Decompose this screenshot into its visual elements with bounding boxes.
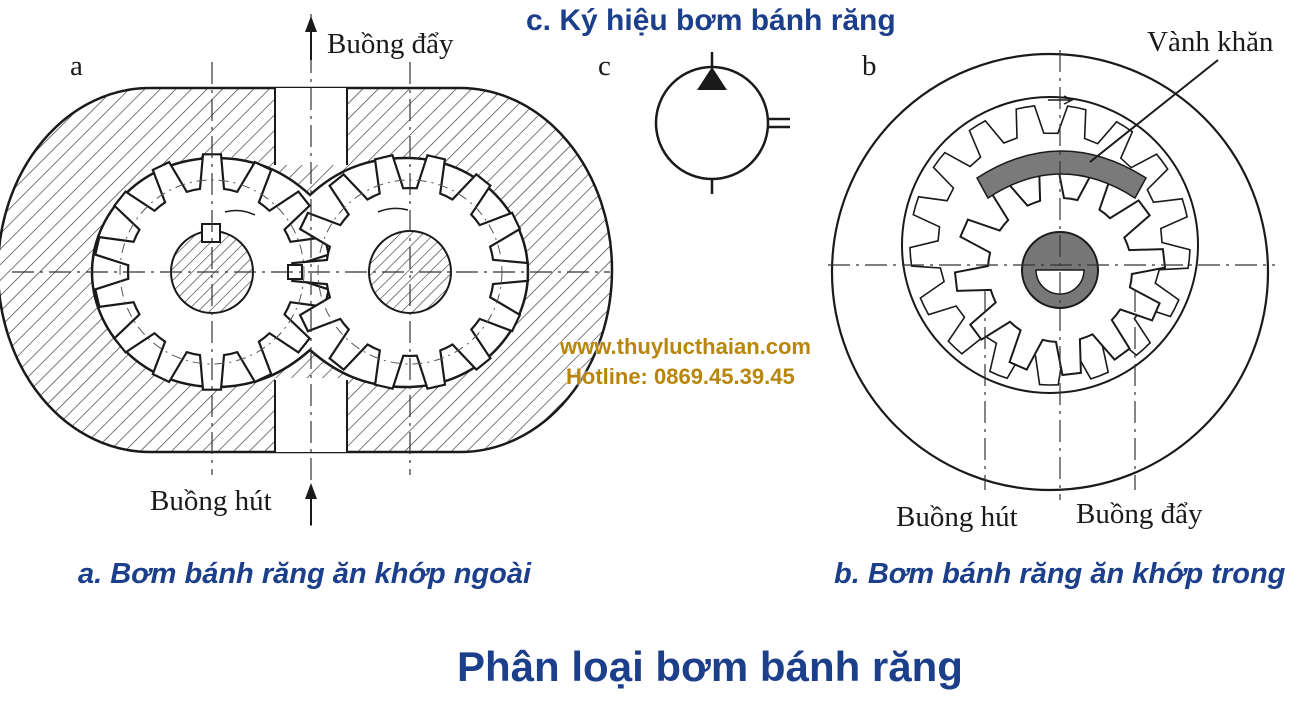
caption-external-gear: a. Bơm bánh răng ăn khớp ngoài bbox=[78, 558, 532, 590]
symbol-title: c. Ký hiệu bơm bánh răng bbox=[526, 4, 896, 37]
panel-c-letter: c bbox=[598, 50, 611, 82]
panel-b-crescent-label: Vành khăn bbox=[1147, 26, 1274, 58]
shaft-key bbox=[201, 223, 221, 243]
page-title: Phân loại bơm bánh răng bbox=[457, 643, 963, 690]
watermark-hotline: Hotline: 0869.45.39.45 bbox=[566, 364, 795, 389]
panel-a-letter: a bbox=[70, 50, 83, 82]
panel-a-discharge-label: Buồng đẩy bbox=[327, 28, 454, 60]
pump-symbol bbox=[654, 52, 790, 194]
ring-gear-outline bbox=[901, 96, 1199, 394]
internal-gear-pump bbox=[828, 50, 1275, 500]
panel-a-suction-label: Buồng hút bbox=[150, 485, 272, 517]
panel-b-suction-label: Buồng hút bbox=[896, 501, 1018, 533]
external-gear-pump bbox=[0, 14, 614, 530]
flow-direction-triangle bbox=[697, 67, 727, 90]
caption-internal-gear: b. Bơm bánh răng ăn khớp trong bbox=[834, 558, 1286, 590]
ring-gear bbox=[909, 105, 1191, 386]
suction-arrow bbox=[305, 483, 317, 525]
panel-b-letter: b bbox=[862, 50, 877, 82]
watermark-website: www.thuylucthaian.com bbox=[560, 334, 811, 359]
discharge-arrow bbox=[305, 16, 317, 60]
panel-b-discharge-label: Buồng đẩy bbox=[1076, 498, 1203, 530]
